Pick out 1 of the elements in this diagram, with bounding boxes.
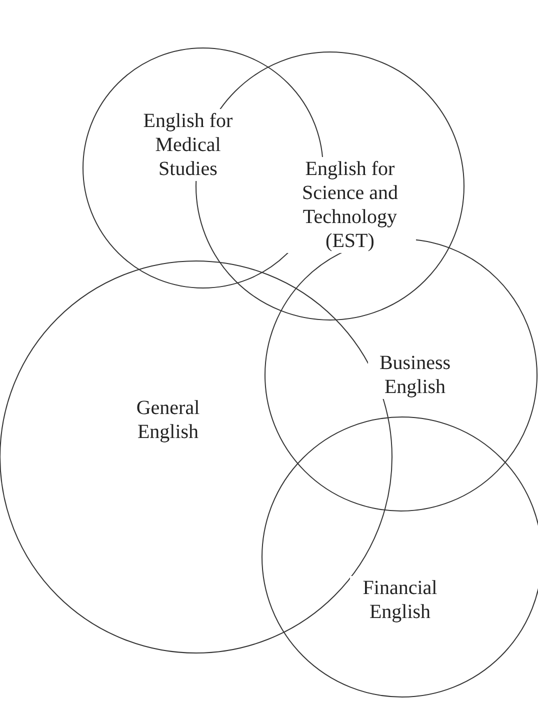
circle-label: English for Science and Technology (EST)	[284, 157, 416, 253]
